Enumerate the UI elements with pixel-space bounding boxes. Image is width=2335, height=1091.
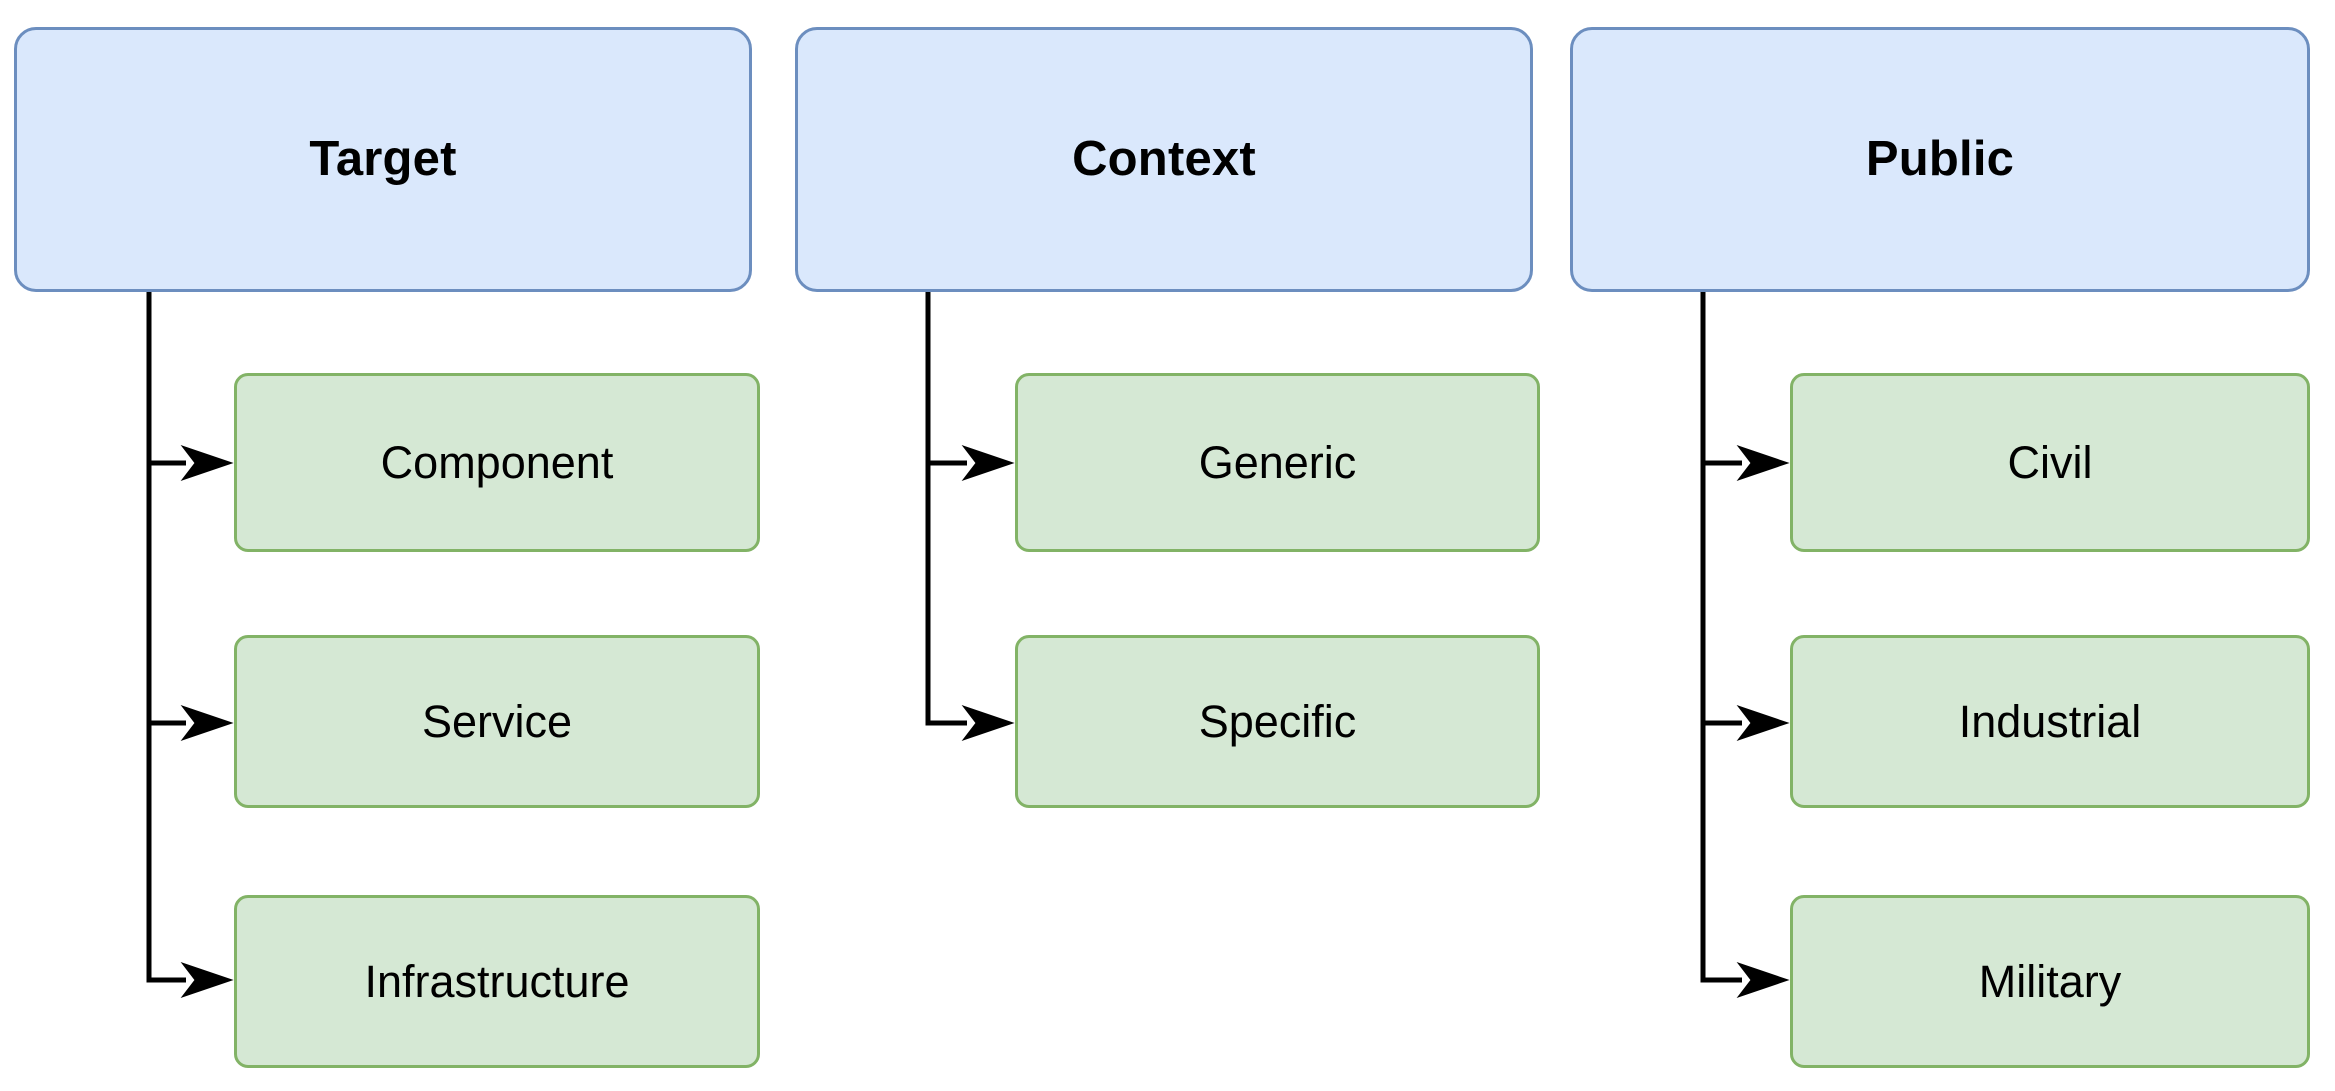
leaf-node-military-label: Military — [1978, 955, 2122, 1007]
header-node-target[interactable]: Target — [14, 27, 752, 292]
header-node-target-label: Target — [309, 131, 457, 186]
edge-context-to-generic — [925, 292, 967, 466]
leaf-node-generic-label: Generic — [1198, 436, 1357, 488]
leaf-node-military[interactable]: Military — [1790, 895, 2310, 1068]
leaf-node-civil[interactable]: Civil — [1790, 373, 2310, 552]
arrowhead-icon — [961, 704, 1015, 742]
leaf-node-service-label: Service — [421, 695, 573, 747]
edge-public-to-industrial — [1700, 292, 1742, 726]
header-node-context-label: Context — [1072, 131, 1256, 186]
header-node-context[interactable]: Context — [795, 27, 1533, 292]
leaf-node-component-label: Component — [380, 436, 614, 488]
leaf-node-infrastructure[interactable]: Infrastructure — [234, 895, 760, 1068]
leaf-node-generic[interactable]: Generic — [1015, 373, 1540, 552]
leaf-node-industrial-label: Industrial — [1958, 695, 2142, 747]
leaf-node-infrastructure-label: Infrastructure — [364, 955, 630, 1007]
edge-target-to-service — [146, 292, 186, 726]
leaf-node-civil-label: Civil — [2007, 436, 2093, 488]
arrowhead-icon — [1736, 961, 1790, 999]
arrowhead-icon — [1736, 444, 1790, 482]
edge-target-to-component — [146, 292, 186, 466]
arrowhead-icon — [180, 961, 234, 999]
edge-target-to-infrastructure — [146, 292, 186, 983]
arrowhead-icon — [180, 704, 234, 742]
edge-public-to-civil — [1700, 292, 1742, 466]
leaf-node-service[interactable]: Service — [234, 635, 760, 808]
arrowhead-icon — [180, 444, 234, 482]
leaf-node-component[interactable]: Component — [234, 373, 760, 552]
arrowhead-icon — [961, 444, 1015, 482]
header-node-public-label: Public — [1865, 131, 2015, 186]
edge-context-to-specific — [925, 292, 967, 726]
arrowhead-icon — [1736, 704, 1790, 742]
leaf-node-specific[interactable]: Specific — [1015, 635, 1540, 808]
header-node-public[interactable]: Public — [1570, 27, 2310, 292]
edge-public-to-military — [1700, 292, 1742, 983]
leaf-node-specific-label: Specific — [1198, 695, 1357, 747]
leaf-node-industrial[interactable]: Industrial — [1790, 635, 2310, 808]
